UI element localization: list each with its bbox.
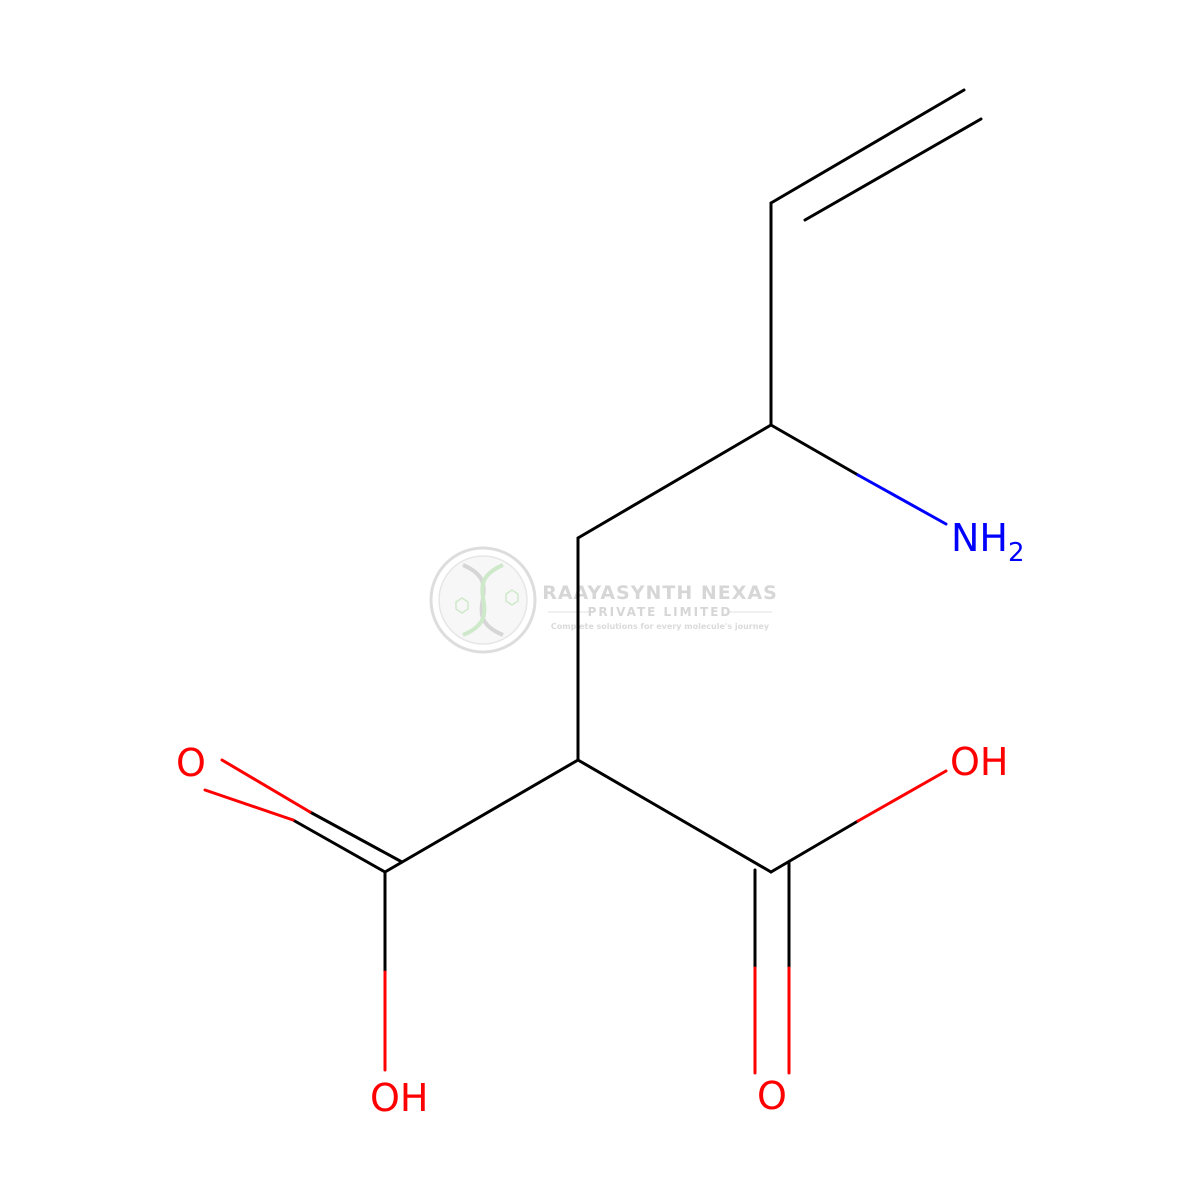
watermark-subtitle: PRIVATE LIMITED <box>588 605 733 619</box>
right-carboxyl-oh-bond <box>769 769 948 874</box>
bond-c2-cooh-left <box>383 758 580 874</box>
watermark-company: RAAYASYNTH NEXAS <box>542 582 778 604</box>
nh2-label: NH2 <box>951 516 1025 568</box>
left-carbonyl-double-bond <box>203 758 404 874</box>
vinyl-double-bond-outer <box>769 88 966 205</box>
watermark: RAAYASYNTH NEXAS PRIVATE LIMITED Complet… <box>429 546 778 654</box>
vinyl-double-bond-inner <box>803 117 983 222</box>
o-bottom-label: O <box>757 1074 787 1118</box>
watermark-logo <box>429 546 537 654</box>
bond-c4-c3 <box>576 423 773 540</box>
carbon-bonds <box>383 88 983 874</box>
o-left-label: O <box>176 741 206 785</box>
right-carbonyl-double-bond <box>753 860 791 1075</box>
amine-bond <box>769 423 948 526</box>
watermark-tagline: Complete solutions for every molecule's … <box>551 622 770 631</box>
oh-right-label: OH <box>950 740 1008 784</box>
oh-bottom-label: OH <box>370 1076 428 1120</box>
bond-c2-cooh-right <box>576 758 773 874</box>
